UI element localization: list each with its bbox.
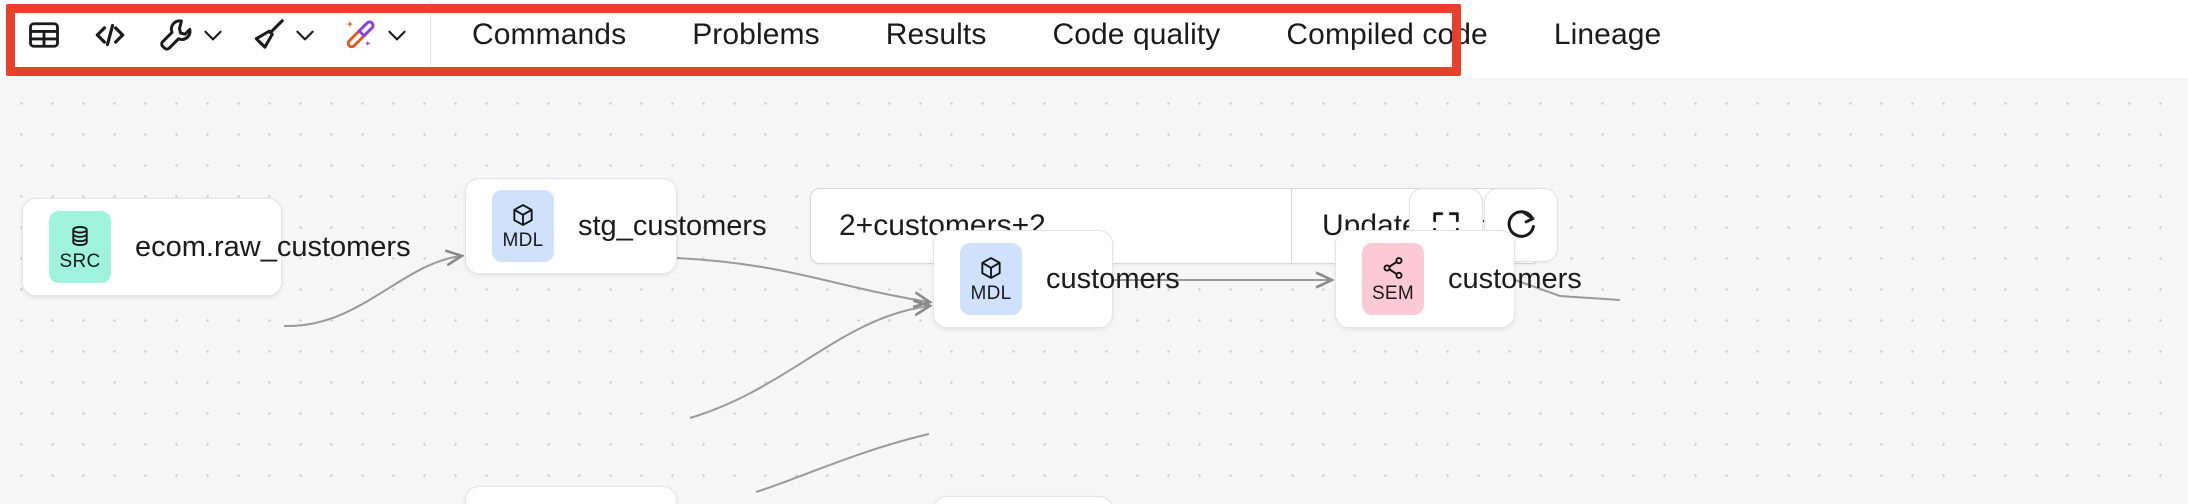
tab-commands[interactable]: Commands (472, 18, 627, 51)
tab-compiled-code[interactable]: Compiled code (1286, 18, 1488, 51)
broom-chevron-down-icon[interactable] (288, 9, 322, 61)
toolbar-divider (430, 1, 431, 69)
src-badge: SRC (49, 211, 111, 283)
lineage-node[interactable]: SRC ecom.raw_customers (22, 198, 411, 296)
lineage-canvas[interactable]: Update Graph (0, 78, 2188, 504)
magic-wand-chevron-down-icon[interactable] (380, 9, 414, 61)
mdl-badge-label: MDL (502, 230, 544, 251)
lineage-node[interactable]: SEM customers (1335, 230, 1582, 328)
broom-icon[interactable] (242, 9, 294, 61)
table-icon[interactable] (18, 9, 70, 61)
sem-badge: SEM (1362, 243, 1424, 315)
tab-results[interactable]: Results (885, 18, 987, 51)
panel-tabs: Commands Problems Results Code quality C… (439, 0, 1694, 70)
lineage-node-label: customers (1046, 262, 1180, 295)
tab-lineage[interactable]: Lineage (1553, 18, 1662, 51)
tab-code-quality[interactable]: Code quality (1052, 18, 1221, 51)
src-badge-label: SRC (59, 251, 101, 272)
mdl-badge: MDL (960, 243, 1022, 315)
code-icon[interactable] (84, 9, 136, 61)
mdl-badge: MDL (492, 190, 554, 262)
lineage-node-partial[interactable] (933, 496, 1113, 504)
lineage-node-label: customers (1448, 262, 1582, 295)
lineage-node-label: stg_customers (578, 209, 767, 242)
toolbar-tool-group (0, 0, 439, 70)
wrench-icon[interactable] (150, 9, 202, 61)
lineage-node-label: ecom.raw_customers (135, 230, 411, 263)
lineage-node-partial[interactable] (465, 486, 677, 504)
lineage-node[interactable]: MDL customers (933, 230, 1180, 328)
lineage-node[interactable]: MDL stg_customers (465, 178, 767, 274)
editor-toolbar: Commands Problems Results Code quality C… (0, 0, 2188, 70)
magic-wand-icon[interactable] (334, 9, 386, 61)
sem-badge-label: SEM (1371, 283, 1415, 304)
mdl-badge-label: MDL (970, 283, 1012, 304)
tab-problems[interactable]: Problems (692, 18, 820, 51)
wrench-chevron-down-icon[interactable] (196, 9, 230, 61)
